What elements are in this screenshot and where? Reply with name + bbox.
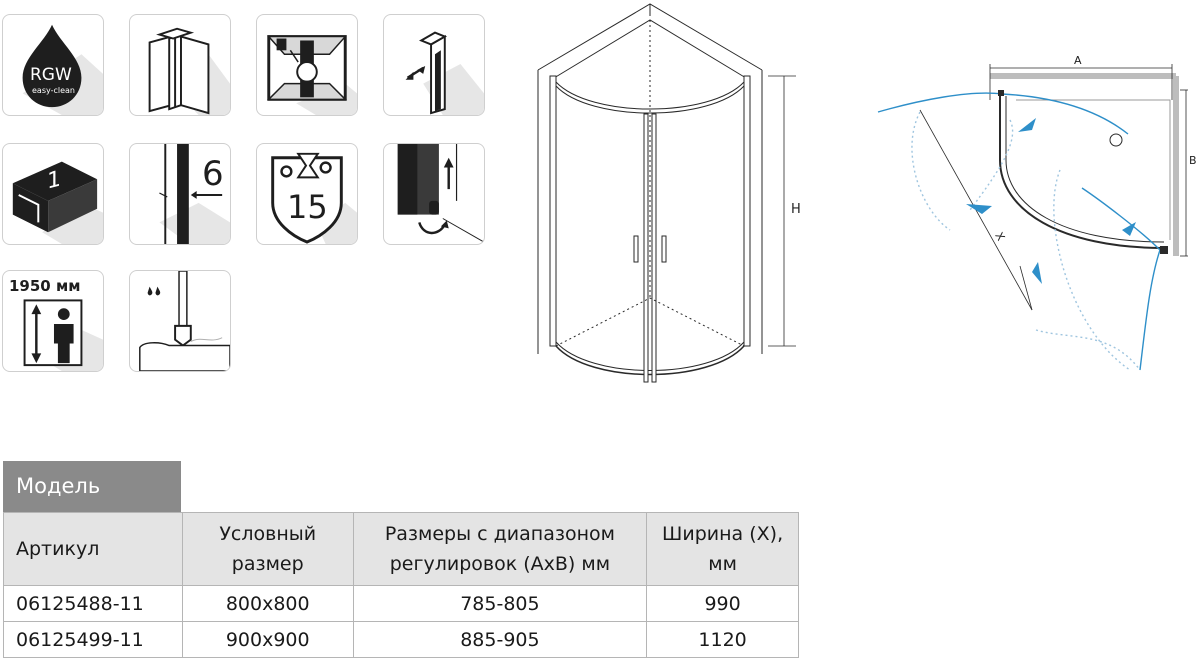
width-a-label: A (1074, 54, 1082, 67)
width-b-label: B (1189, 154, 1197, 167)
glass-thickness-value: 6 (202, 154, 224, 194)
package-box-icon (12, 161, 103, 244)
threshold-seal-tile (129, 270, 231, 372)
spec-grid: Артикул Условный размер Размеры с диапаз… (3, 512, 799, 658)
column-header-width-x: Ширина (X), мм (646, 512, 799, 586)
column-header-nominal-size: Условный размер (181, 512, 354, 586)
water-seal-icon (139, 271, 230, 371)
cell-nominal-size: 800x800 (181, 585, 354, 622)
aluminum-profile-tile (129, 14, 231, 116)
cell-nominal-size: 900x900 (181, 621, 354, 658)
swing-direction-arrows (966, 118, 1136, 284)
easy-clean-text: easy-clean (32, 86, 75, 95)
lift-hinge-tile (383, 143, 485, 245)
cell-width-x: 1120 (646, 621, 799, 658)
water-drop-icon (22, 24, 103, 115)
warranty-shield-icon (271, 152, 357, 244)
warranty-tile: 15 (256, 143, 358, 245)
glass-thickness-icon (159, 144, 230, 244)
model-header: Модель (3, 461, 181, 512)
easy-clean-coating-tile: RGW easy-clean (2, 14, 104, 116)
column-header-adjustment-range: Размеры с диапазоном регулировок (AxB) м… (352, 512, 648, 586)
column-header-article: Артикул (3, 512, 183, 586)
wall-profile-icon (405, 31, 484, 115)
model-spec-table: Модель Артикул Условный размер Размеры с… (3, 461, 799, 658)
person-height-icon (23, 299, 103, 371)
height-tile: 1950 мм (2, 270, 104, 372)
table-row: 06125488-11 800x800 785-805 990 (3, 585, 799, 622)
table-row: 06125499-11 900x900 885-905 1120 (3, 621, 799, 658)
package-count-number: 1 (47, 166, 61, 195)
lift-hinge-icon (397, 144, 484, 243)
package-count-tile: 1 (2, 143, 104, 245)
shower-tray-tile (256, 14, 358, 116)
cell-adjustment-range: 885-905 (352, 621, 648, 658)
profile-icon (148, 27, 230, 115)
height-value-text: 1950 мм (9, 277, 81, 295)
cell-article: 06125499-11 (3, 621, 183, 658)
glass-thickness-tile: 6 (129, 143, 231, 245)
cell-article: 06125488-11 (3, 585, 183, 622)
shower-enclosure-drawing (537, 3, 796, 383)
shower-tray-icon (266, 35, 357, 115)
table-header-row: Артикул Условный размер Размеры с диапаз… (3, 512, 799, 586)
cell-width-x: 990 (646, 585, 799, 622)
height-dimension-label: H (791, 202, 801, 217)
warranty-years-value: 15 (287, 188, 328, 226)
rgw-brand-text: RGW (30, 65, 72, 85)
wall-profile-adjustment-tile (383, 14, 485, 116)
door-swing-arcs (877, 92, 1161, 371)
top-view-plan (877, 64, 1188, 371)
cell-adjustment-range: 785-805 (352, 585, 648, 622)
